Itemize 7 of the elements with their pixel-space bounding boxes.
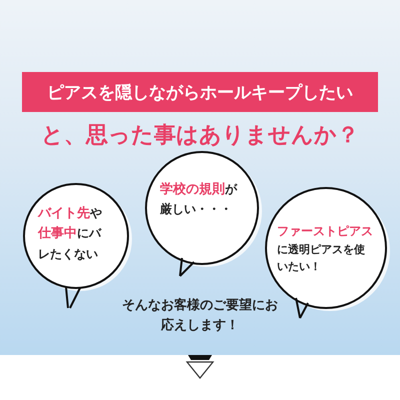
bubble-text: バイト先や仕事中にバレたくない [38,205,103,263]
bubble-text: ファーストピアスに透明ピアスを使いたい！ [277,223,374,275]
banner-text: ピアスを隠しながらホールキープしたい [47,82,353,104]
bubble-text: 学校の規則が厳しい・・・ [160,181,238,218]
question-text: と、思った事はありませんか？ [40,122,360,150]
closing-text: そんなお客様のご要望にお応えします！ [121,296,279,334]
title-banner [22,72,378,112]
